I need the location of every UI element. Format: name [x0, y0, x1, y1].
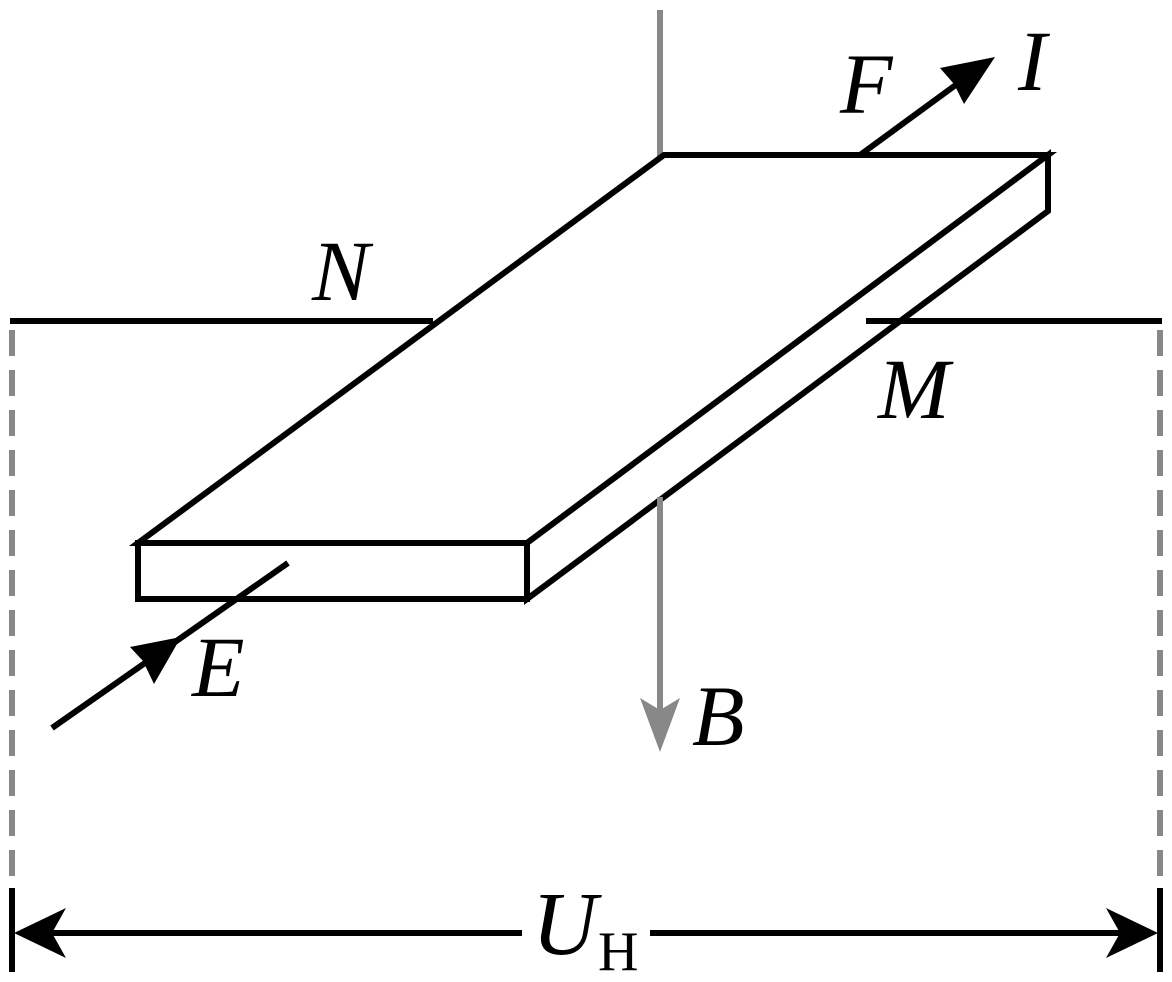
b-field-arrowhead: [640, 698, 680, 752]
label-m: M: [876, 341, 954, 437]
label-u-subscript: H: [598, 921, 638, 982]
current-in-arrowhead: [130, 637, 181, 684]
label-u: U: [532, 875, 602, 974]
label-e: E: [190, 619, 245, 715]
uh-arrowhead-right: [1106, 908, 1158, 958]
current-out-line: [858, 73, 970, 158]
label-b: B: [692, 668, 745, 764]
label-n: N: [311, 223, 374, 319]
current-out-arrowhead: [940, 57, 995, 104]
label-i: I: [1017, 13, 1050, 109]
plate-front-face: [135, 540, 530, 602]
uh-arrowhead-left: [14, 908, 66, 958]
label-f: F: [839, 36, 894, 132]
plate-side-face: [524, 149, 1051, 605]
